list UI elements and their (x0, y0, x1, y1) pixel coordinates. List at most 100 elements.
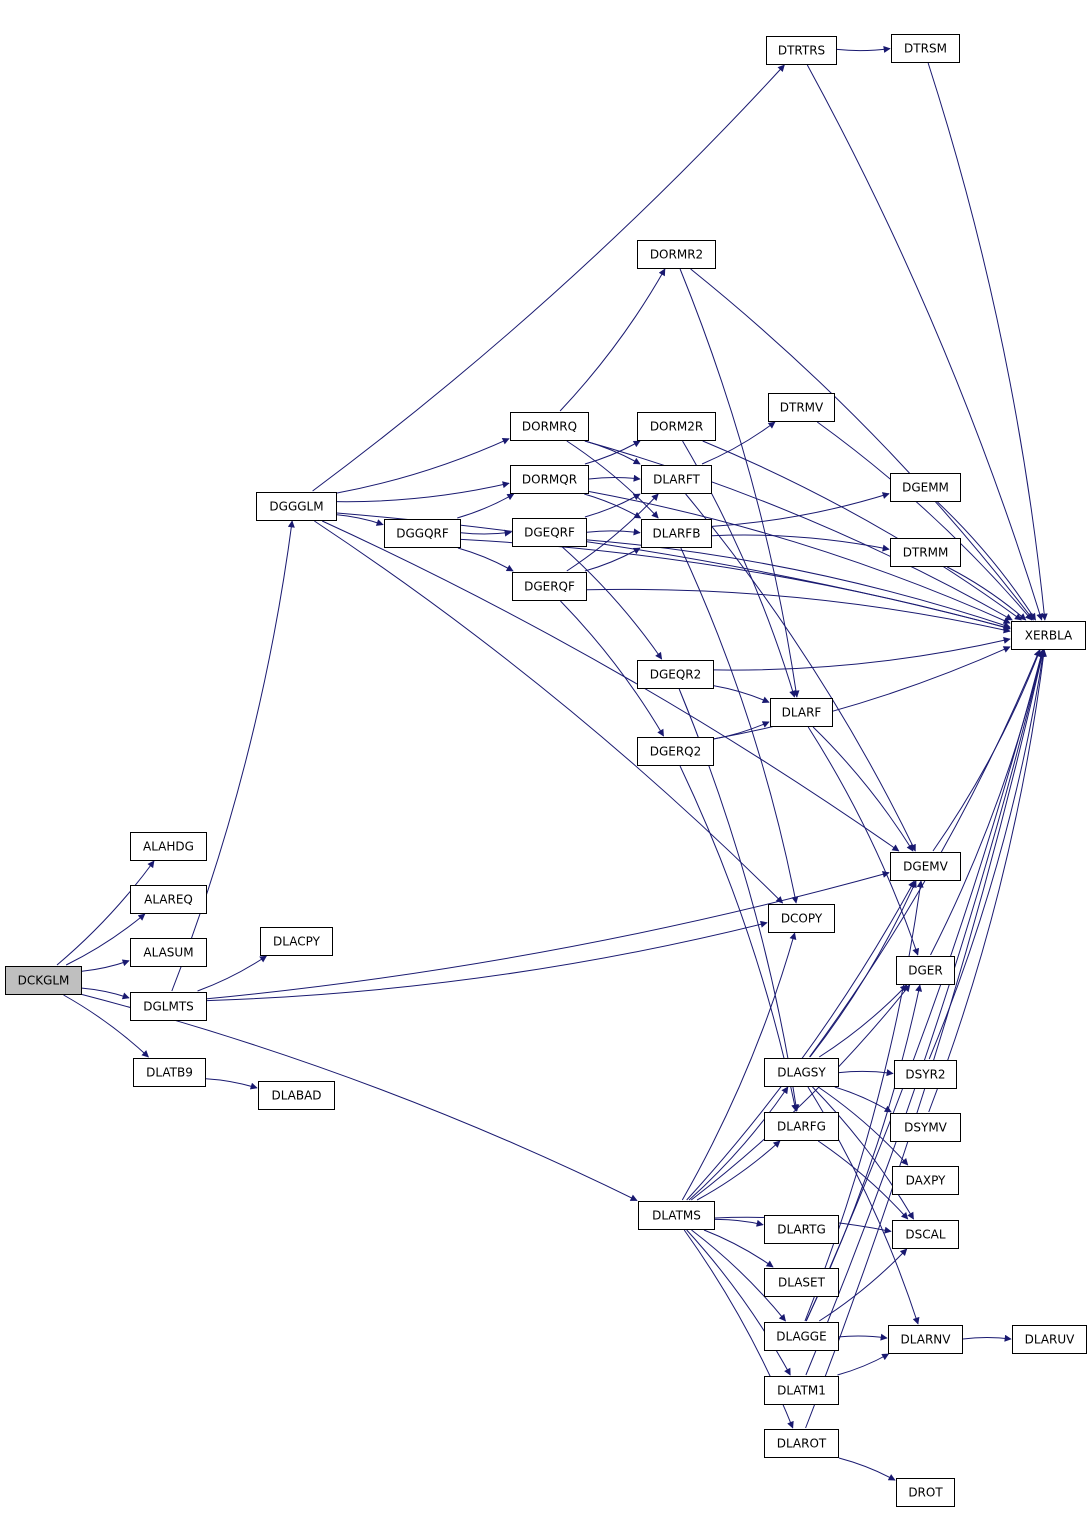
node-box[interactable] (637, 412, 716, 441)
node-dgemv[interactable]: DGEMV (890, 852, 961, 881)
node-label: DLATB9 (146, 1066, 193, 1080)
node-box[interactable] (892, 1220, 959, 1249)
edge-dggqrf-to-dgeqrf (460, 529, 512, 537)
node-box[interactable] (764, 1215, 839, 1244)
node-dlabad[interactable]: DLABAD (258, 1081, 335, 1110)
node-box[interactable] (764, 1429, 839, 1458)
node-box[interactable] (766, 36, 837, 65)
node-box[interactable] (891, 34, 960, 63)
node-dlarnv[interactable]: DLARNV (888, 1325, 963, 1354)
node-dormr2[interactable]: DORMR2 (637, 240, 716, 269)
node-box[interactable] (133, 1058, 206, 1087)
node-box[interactable] (764, 1376, 839, 1405)
node-drot[interactable]: DROT (896, 1478, 955, 1507)
node-dlarfb[interactable]: DLARFB (641, 519, 712, 548)
node-dlacpy[interactable]: DLACPY (260, 927, 333, 956)
node-box[interactable] (641, 465, 712, 494)
node-box[interactable] (890, 473, 961, 502)
node-box[interactable] (637, 660, 714, 689)
node-box[interactable] (510, 412, 589, 441)
node-dgeqr2[interactable]: DGEQR2 (637, 660, 714, 689)
node-dtrmv[interactable]: DTRMV (768, 393, 835, 422)
node-box[interactable] (258, 1081, 335, 1110)
node-alareq[interactable]: ALAREQ (130, 885, 207, 914)
node-dlarft[interactable]: DLARFT (641, 465, 712, 494)
node-box[interactable] (896, 956, 955, 985)
node-box[interactable] (764, 1112, 839, 1141)
node-box[interactable] (130, 938, 207, 967)
node-dgerqf[interactable]: DGERQF (512, 572, 587, 601)
node-dlarf[interactable]: DLARF (770, 698, 833, 727)
node-box[interactable] (890, 1113, 961, 1142)
node-box[interactable] (256, 492, 337, 521)
node-box[interactable] (510, 465, 589, 494)
node-dlaset[interactable]: DLASET (764, 1268, 839, 1297)
node-dlatb9[interactable]: DLATB9 (133, 1058, 206, 1087)
node-dlatms[interactable]: DLATMS (638, 1201, 715, 1230)
node-alahdg[interactable]: ALAHDG (130, 832, 207, 861)
node-dlarot[interactable]: DLAROT (764, 1429, 839, 1458)
node-box[interactable] (637, 240, 716, 269)
node-box[interactable] (1011, 621, 1086, 650)
node-dgeqrf[interactable]: DGEQRF (512, 518, 587, 547)
node-dsyr2[interactable]: DSYR2 (894, 1060, 957, 1089)
edge-dormqr-to-dorm2r (584, 440, 641, 465)
node-dlaruv[interactable]: DLARUV (1012, 1325, 1087, 1354)
node-box[interactable] (768, 904, 835, 933)
node-box[interactable] (130, 832, 207, 861)
node-dorm2r[interactable]: DORM2R (637, 412, 716, 441)
node-dgemm[interactable]: DGEMM (890, 473, 961, 502)
node-dtrmm[interactable]: DTRMM (890, 538, 961, 567)
node-dckglm[interactable]: DCKGLM (5, 966, 82, 995)
node-box[interactable] (638, 1201, 715, 1230)
node-dlarfg[interactable]: DLARFG (764, 1112, 839, 1141)
node-dggqrf[interactable]: DGGQRF (384, 519, 461, 548)
node-dgerq2[interactable]: DGERQ2 (637, 737, 714, 766)
node-box[interactable] (5, 966, 82, 995)
node-dlatm1[interactable]: DLATM1 (764, 1376, 839, 1405)
node-box[interactable] (130, 992, 207, 1021)
node-label: DLAROT (777, 1437, 827, 1451)
node-box[interactable] (1012, 1325, 1087, 1354)
node-dormqr[interactable]: DORMQR (510, 465, 589, 494)
edge-dglmts-to-dcopy (206, 920, 768, 1002)
node-box[interactable] (764, 1322, 839, 1351)
node-label: DGGGLM (269, 500, 323, 514)
node-box[interactable] (384, 519, 461, 548)
node-dglmts[interactable]: DGLMTS (130, 992, 207, 1021)
node-dormrq[interactable]: DORMRQ (510, 412, 589, 441)
node-dger[interactable]: DGER (896, 956, 955, 985)
node-dscal[interactable]: DSCAL (892, 1220, 959, 1249)
node-box[interactable] (641, 519, 712, 548)
node-box[interactable] (890, 852, 961, 881)
node-box[interactable] (770, 698, 833, 727)
node-box[interactable] (890, 538, 961, 567)
node-daxpy[interactable]: DAXPY (892, 1166, 959, 1195)
node-box[interactable] (637, 737, 714, 766)
node-box[interactable] (130, 885, 207, 914)
node-dlagge[interactable]: DLAGGE (764, 1322, 839, 1351)
edge-dlagsy-to-dscal (812, 1086, 914, 1220)
node-dtrtrs[interactable]: DTRTRS (766, 36, 837, 65)
node-box[interactable] (512, 572, 587, 601)
node-dcopy[interactable]: DCOPY (768, 904, 835, 933)
node-dsymv[interactable]: DSYMV (890, 1113, 961, 1142)
node-box[interactable] (764, 1058, 839, 1087)
node-box[interactable] (512, 518, 587, 547)
node-box[interactable] (260, 927, 333, 956)
node-box[interactable] (894, 1060, 957, 1089)
node-alasum[interactable]: ALASUM (130, 938, 207, 967)
edge-dgerqf-to-dgerq2 (560, 600, 664, 737)
node-xerbla[interactable]: XERBLA (1011, 621, 1086, 650)
node-dtrsm[interactable]: DTRSM (891, 34, 960, 63)
node-dggglm[interactable]: DGGGLM (256, 492, 337, 521)
node-dlartg[interactable]: DLARTG (764, 1215, 839, 1244)
node-box[interactable] (892, 1166, 959, 1195)
edge-dlatms-to-dlaset (703, 1229, 774, 1268)
node-box[interactable] (896, 1478, 955, 1507)
node-box[interactable] (764, 1268, 839, 1297)
node-dlagsy[interactable]: DLAGSY (764, 1058, 839, 1087)
edge-dlarfb-to-dtrmm (711, 534, 890, 552)
node-box[interactable] (888, 1325, 963, 1354)
node-box[interactable] (768, 393, 835, 422)
